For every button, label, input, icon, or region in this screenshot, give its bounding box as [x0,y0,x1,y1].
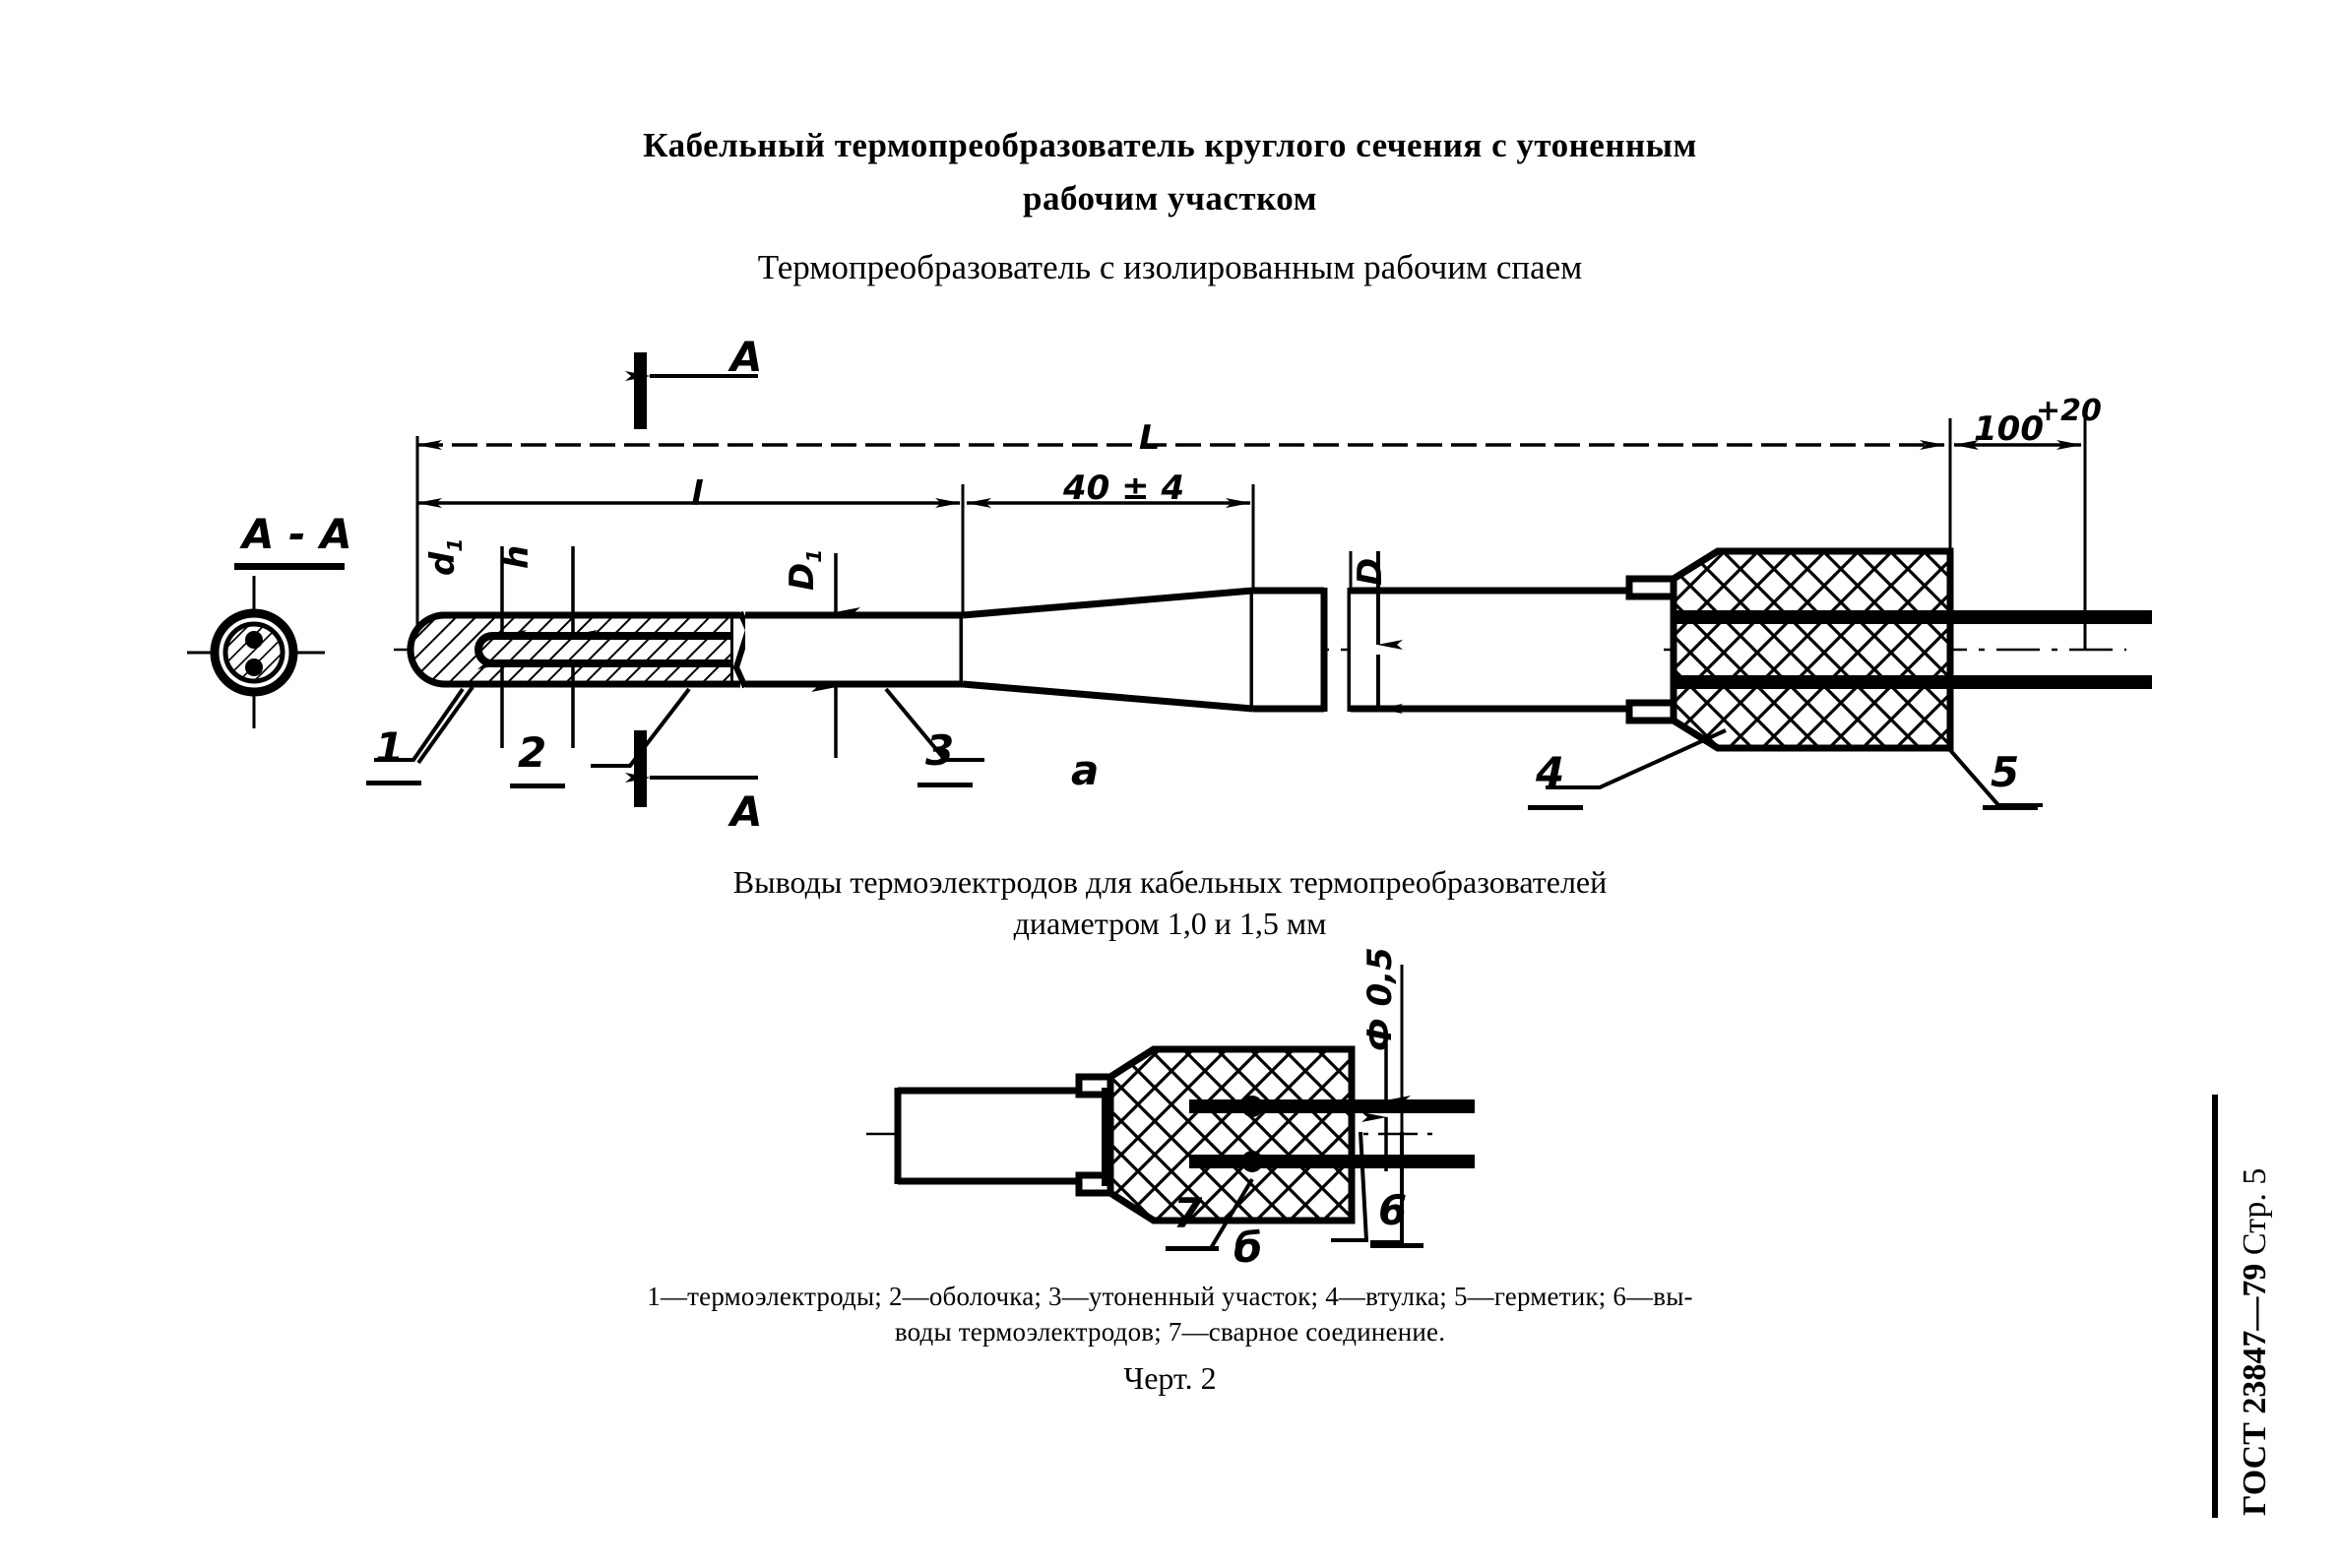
dimension-label-wire-diameter: Ф 0,5 [1360,947,1400,1051]
figure-caption: Черт. 2 [1123,1360,1217,1396]
callout-7-underline [1166,1246,1219,1251]
section-marker-letter-top: A [730,333,763,381]
figure-subtitle: Термопреобразователь с изолированным раб… [757,248,1583,286]
figure-title-line-1: Кабельный термопреобразователь круглого … [643,126,1697,164]
callout-2-underline [510,784,565,788]
legend-line-2: воды термоэлектродов; 7—сварное соединен… [894,1317,1446,1347]
gost-rule [2212,1095,2218,1518]
outer-mesh-sleeve [1670,547,1954,752]
callout-1: 1 [375,723,405,772]
callout-4-underline [1528,805,1583,810]
probe-main-shaft [1253,587,1674,713]
mid-caption-line-1: Выводы термоэлектродов для кабельных тер… [732,864,1608,900]
figure-title-line-2: рабочим участком [1023,179,1317,218]
section-marker-top [625,352,758,429]
callout-3-underline [917,783,973,787]
callout-6-underline [1370,1243,1423,1248]
dimension-label-working-length: l [691,474,703,514]
callout-5-underline [1983,805,2038,810]
section-marker-letter-bottom: A [730,787,763,836]
section-aa-circle [187,576,325,728]
cable-sheath-lower [894,1087,1105,1185]
callout-4: 4 [1536,748,1565,796]
mesh-sleeve-lower [1107,1045,1475,1224]
legend-line-1: 1—термоэлектроды; 2—оболочка; 3—утоненны… [647,1282,1693,1311]
callout-3: 3 [925,726,955,775]
dimension-label-overall-length: L [1139,418,1161,458]
mid-caption-line-2: диаметром 1,0 и 1,5 мм [1013,906,1327,941]
callout-5: 5 [1991,748,2020,796]
callout-1-underline [366,781,421,785]
dimension-label-lead-length: 100 [1974,409,2044,449]
dimension-label-lead-tolerance: +20 [2036,394,2102,428]
lead-wires [1950,610,2152,689]
callout-6: 6 [1378,1186,1408,1234]
dimension-label-taper: 40 ± 4 [1063,469,1185,508]
callout-2: 2 [518,728,547,777]
view-label-a: а [1071,746,1100,794]
gost-page: Стр. 5 [2237,1167,2273,1256]
view-label-b: б [1233,1223,1263,1272]
gost-number: ГОСТ 23847—79 [2237,1263,2273,1516]
section-view-label-underline [234,563,345,570]
section-view-label: A - A [242,510,352,558]
callout-7: 7 [1173,1189,1203,1237]
gost-standard-label: ГОСТ 23847—79 Стр. 5 [2237,1168,2274,1516]
